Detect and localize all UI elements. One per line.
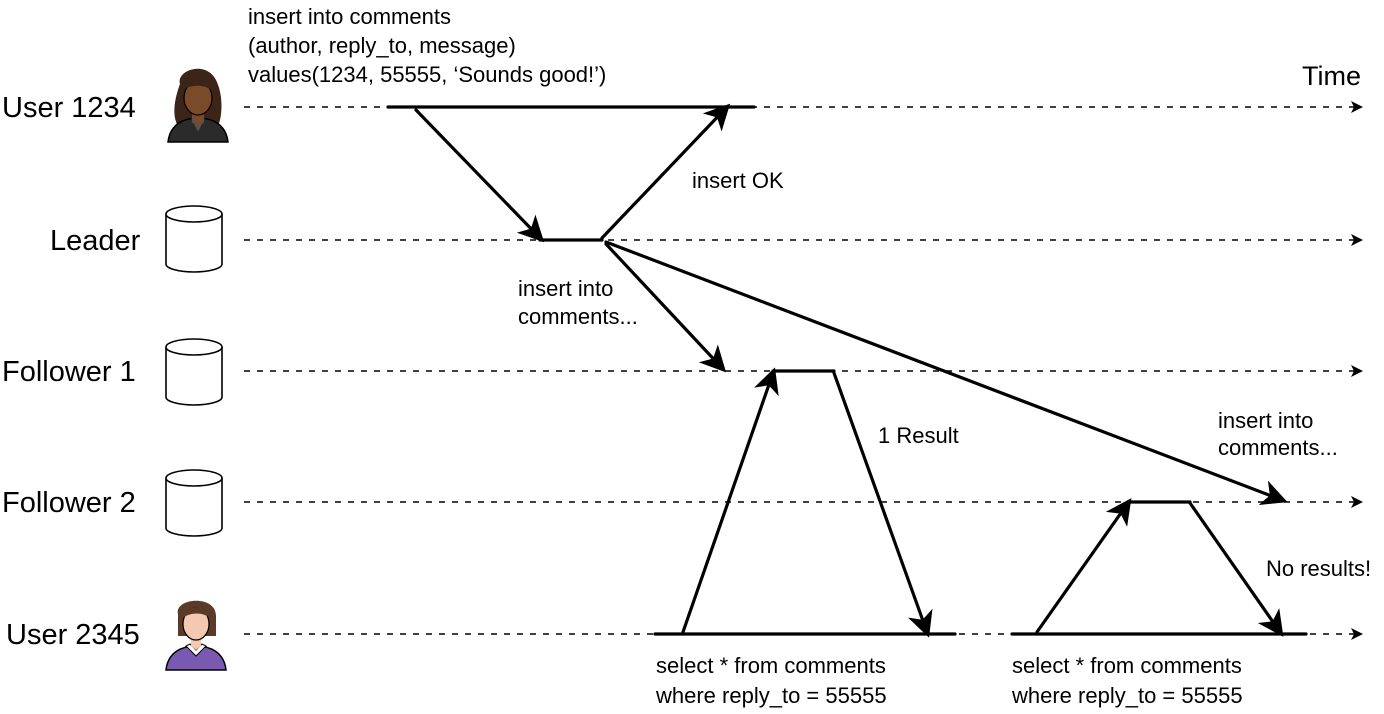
- leader-database-icon: [165, 205, 223, 273]
- lane-label-user-2345: User 2345: [6, 619, 140, 651]
- lane-label-follower-1: Follower 1: [2, 356, 136, 388]
- query-1-line-2: where reply_to = 55555: [655, 683, 887, 708]
- insert-sql-line-2: (author, reply_to, message): [248, 33, 516, 58]
- replicate-f1-line-2: comments...: [518, 304, 638, 329]
- query-follower-1-arrow: [681, 367, 779, 634]
- time-axis-label: Time: [1302, 61, 1361, 91]
- user-2345-avatar-icon: [165, 600, 227, 671]
- lane-label-user-1234: User 1234: [2, 92, 136, 124]
- one-result-arrow: [832, 371, 933, 638]
- insert-sql-line-3: values(1234, 55555, ‘Sounds good!’): [248, 62, 606, 87]
- follower-1-database-icon: [165, 338, 223, 406]
- no-results-label: No results!: [1266, 556, 1371, 581]
- query-follower-2-arrow: [1035, 498, 1132, 634]
- lane-label-leader: Leader: [50, 225, 141, 257]
- lane-label-follower-2: Follower 2: [2, 487, 136, 519]
- insert-sql-line-1: insert into comments: [248, 4, 451, 29]
- insert-ok-arrow: [600, 103, 731, 240]
- replicate-follower-2-arrow: [604, 240, 1288, 506]
- one-result-label: 1 Result: [878, 423, 959, 448]
- user-1234-avatar-icon: [167, 68, 229, 143]
- replicate-f1-line-1: insert into: [518, 276, 613, 301]
- replicate-follower-1-arrow: [604, 242, 727, 373]
- no-results-arrow: [1188, 501, 1284, 637]
- insert-ok-label: insert OK: [692, 168, 784, 193]
- replicate-f2-line-1: insert into: [1218, 408, 1313, 433]
- write-request-arrow: [414, 108, 545, 243]
- query-1-line-1: select * from comments: [656, 653, 886, 678]
- follower-2-database-icon: [165, 469, 223, 537]
- query-2-line-1: select * from comments: [1012, 653, 1242, 678]
- replicate-f2-line-2: comments...: [1218, 435, 1338, 460]
- query-2-line-2: where reply_to = 55555: [1011, 683, 1243, 708]
